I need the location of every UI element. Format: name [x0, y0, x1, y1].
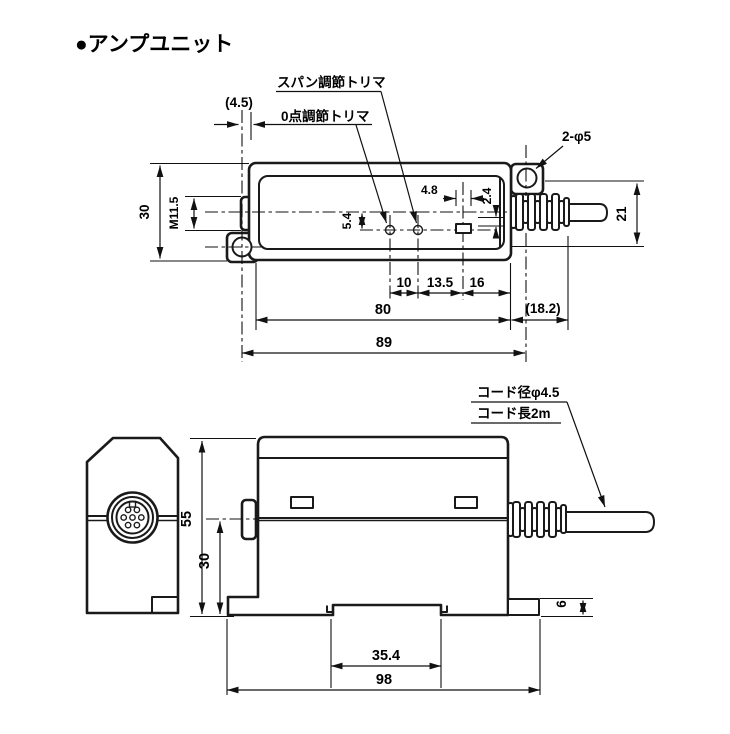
clip-slot: [454, 496, 478, 509]
cord-leader: [566, 401, 606, 508]
connector-pin: [120, 514, 128, 521]
dim-label-lower-height: 30: [197, 553, 213, 569]
span-trimmer-hole: [412, 224, 424, 236]
mount-hole-label: 2-φ5: [562, 129, 592, 144]
dim-label-end-pitch: 16: [469, 275, 485, 290]
dim-label-slot-pitch: 13.5: [427, 275, 454, 290]
connector-pin: [124, 506, 132, 514]
page-title: ●アンプユニット: [75, 33, 233, 56]
dim-label-height: 30: [137, 204, 152, 219]
right-mount-hole: [516, 167, 538, 189]
dim-label-hole-pitch: 89: [376, 335, 392, 351]
dim-label-foot-height: 6: [554, 600, 569, 608]
zero-trimmer-label: 0点調節トリマ: [281, 108, 370, 124]
bellows-ring: [524, 501, 533, 538]
zero-trimmer-hole: [384, 224, 396, 236]
dim-label-thread: M11.5: [167, 196, 181, 229]
side-view: コード径φ4.5 コード長2m 55 30 35.4 98 6: [179, 384, 655, 695]
end-view: [85, 436, 180, 615]
side-view-outline: [226, 435, 510, 617]
bellows-ring: [527, 193, 536, 231]
mount-hole-leader: [535, 145, 564, 169]
dim-label-end-height: 21: [614, 206, 629, 222]
right-foot: [507, 598, 540, 616]
zero-trimmer-leader: [355, 124, 388, 224]
span-trimmer-label: スパン調節トリマ: [277, 74, 386, 90]
span-trimmer-leader: [380, 91, 418, 224]
connector-pin: [124, 521, 132, 529]
dim-label-notch-width: 35.4: [372, 648, 400, 664]
dim-label-trimmer-pitch: 10: [396, 275, 411, 290]
dim-label-trimmer-offset: 5.4: [340, 212, 354, 229]
cable-boot-top: [510, 193, 608, 231]
end-view-step: [151, 596, 178, 613]
dim-label-boot-length: (18.2): [525, 301, 560, 316]
din-hook-right: [441, 605, 448, 613]
connector-pin: [133, 506, 141, 514]
connector-keyway: [128, 500, 137, 508]
connector-outer-ring: [106, 491, 159, 544]
connector-pin: [133, 521, 141, 529]
dim-label-slot-height: 2.4: [480, 187, 494, 204]
cable-side: [565, 511, 655, 533]
cord-diameter-label: コード径φ4.5: [477, 384, 560, 400]
bellows-ring: [548, 501, 557, 538]
cable-top: [568, 203, 608, 222]
bellows-ring: [536, 501, 545, 538]
connector-pin: [137, 514, 145, 521]
clip-slot: [290, 496, 314, 509]
bellows-ring: [551, 193, 560, 231]
connector-pin: [129, 514, 136, 521]
connector-mid-ring: [111, 496, 154, 539]
din-hook-left: [326, 605, 333, 613]
cable-boot-side: [507, 501, 655, 538]
bellows-ring: [512, 501, 521, 538]
top-view: 30 M11.5 (4.5) スパン調節トリマ 0点調節トリマ 2-φ5 5.4…: [137, 74, 644, 362]
bellows-ring: [515, 193, 524, 231]
dim-label-overall-length: 98: [376, 672, 392, 688]
dim-label-hole-offset: (4.5): [225, 95, 253, 110]
dim-label-body-length: 80: [375, 302, 391, 318]
connector-slot: [455, 223, 472, 234]
dim-label-slot-width: 4.8: [421, 183, 438, 197]
cord-length-label: コード長2m: [477, 406, 551, 421]
connector-pins: [120, 506, 145, 529]
bellows-ring: [539, 193, 548, 231]
dim-label-height: 55: [179, 511, 195, 527]
